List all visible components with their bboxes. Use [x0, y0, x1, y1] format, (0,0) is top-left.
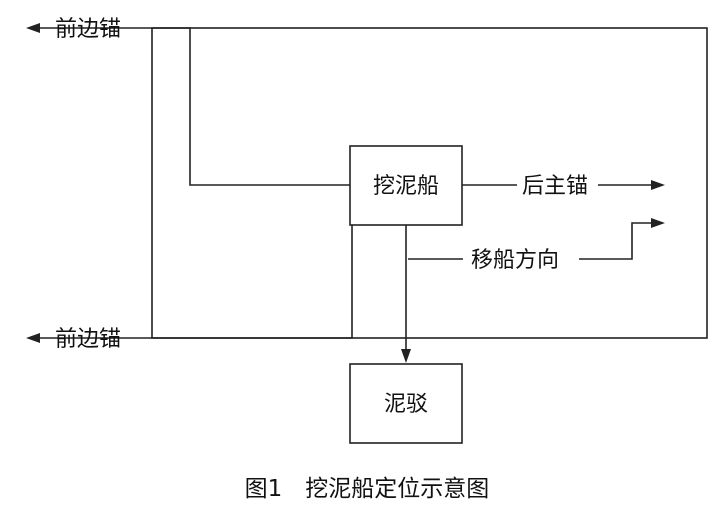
mud-barge-label: 泥驳 — [384, 392, 428, 417]
move-direction-label: 移船方向 — [471, 248, 559, 273]
working-area-frame — [151, 27, 708, 339]
bottom-front-anchor-arrowhead — [26, 333, 40, 343]
top-front-anchor-label: 前边锚 — [55, 17, 121, 42]
main-anchor-label: 后主锚 — [522, 174, 588, 199]
move-direction-line — [408, 218, 665, 260]
top-front-anchor-cable — [26, 23, 350, 186]
main-anchor-cable — [462, 180, 665, 190]
mud-barge-box — [349, 363, 463, 444]
figure-caption: 图1 挖泥船定位示意图 — [245, 476, 490, 502]
top-front-anchor-arrowhead — [26, 23, 40, 33]
move-direction-arrowhead — [651, 218, 665, 228]
discharge-line — [401, 225, 411, 363]
dredger-label: 挖泥船 — [373, 174, 439, 199]
main-anchor-arrowhead — [651, 180, 665, 190]
bottom-front-anchor-cable — [26, 225, 353, 343]
discharge-arrowhead — [401, 349, 411, 363]
bottom-front-anchor-label: 前边锚 — [55, 327, 121, 352]
